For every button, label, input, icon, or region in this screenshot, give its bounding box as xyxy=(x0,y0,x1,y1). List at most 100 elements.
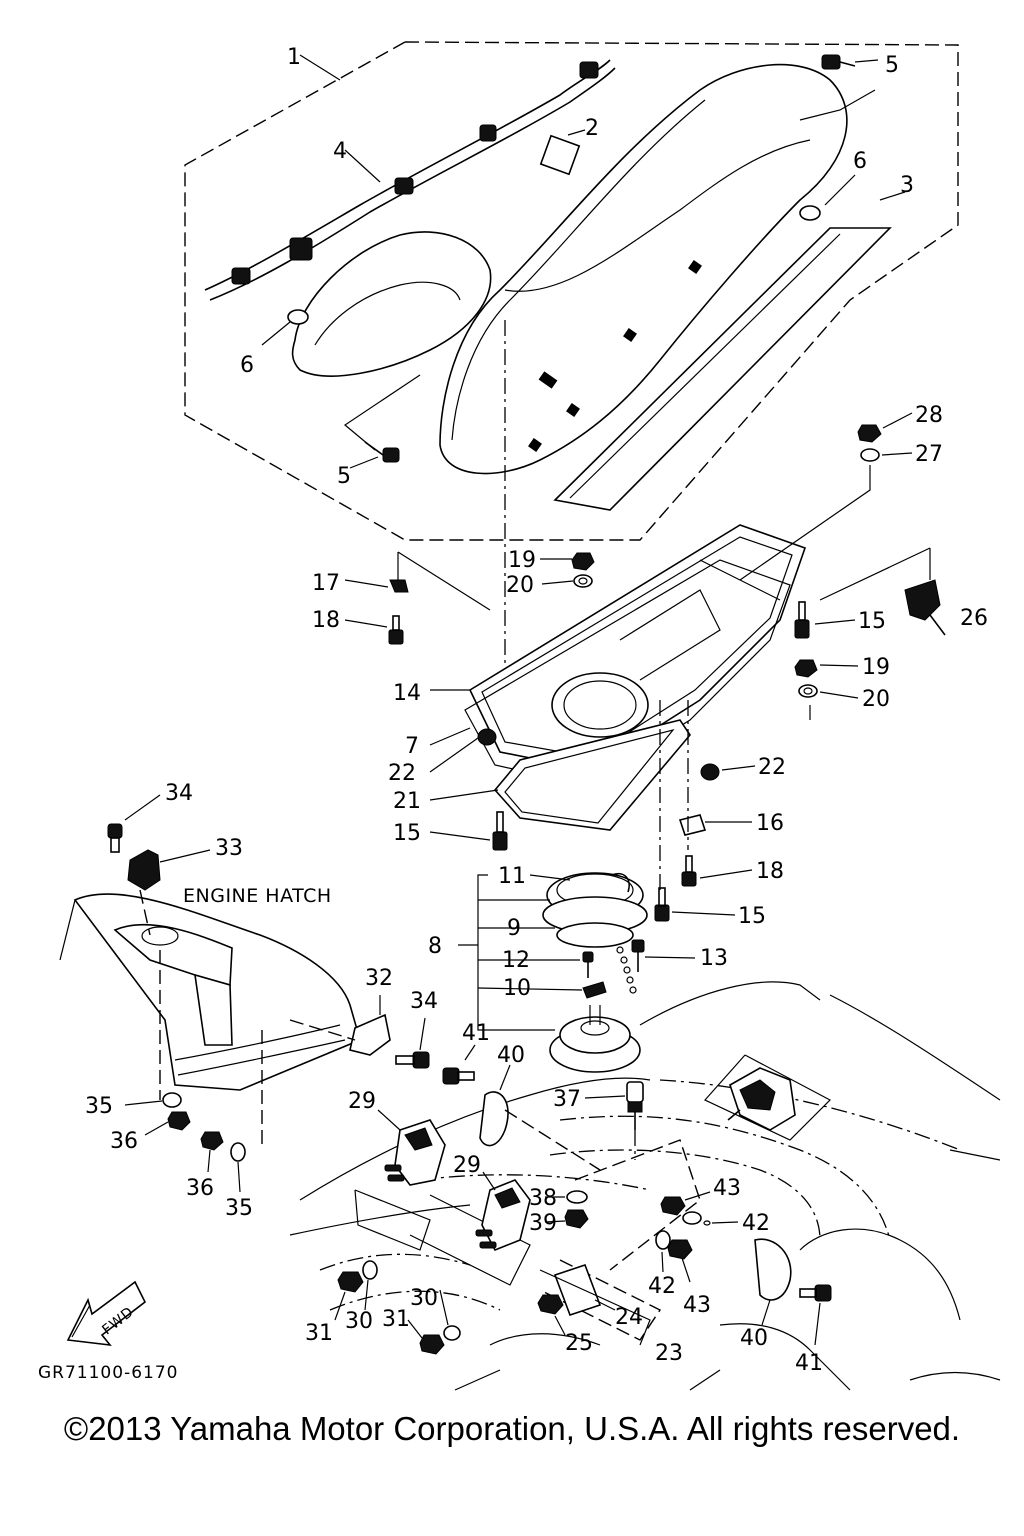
seat-assembly-outline xyxy=(184,41,959,541)
callout-19-right: 19 xyxy=(862,655,890,680)
mount-29-upper xyxy=(377,1109,446,1186)
mount-29-lower xyxy=(475,1171,531,1252)
callout-41-bottom: 41 xyxy=(795,1351,823,1376)
callout-20-right: 20 xyxy=(862,687,890,712)
callout-6-left: 6 xyxy=(240,353,254,378)
callout-34-center: 34 xyxy=(410,989,438,1014)
bracket-16 xyxy=(678,814,707,836)
callout-1: 1 xyxy=(287,45,301,70)
callout-3: 3 xyxy=(900,173,914,198)
callout-13: 13 xyxy=(700,946,728,971)
callout-11: 11 xyxy=(498,864,526,889)
leader-23 xyxy=(539,1269,651,1346)
callout-26: 26 xyxy=(960,606,988,631)
nut-25 xyxy=(537,1294,566,1336)
callout-29-lower: 29 xyxy=(453,1153,481,1178)
callout-labels: 1 2 3 4 5 5 6 6 7 8 9 10 11 12 13 14 15 … xyxy=(38,45,988,1383)
washer-35 xyxy=(124,1092,246,1193)
callout-25: 25 xyxy=(565,1331,593,1356)
callout-42-lower: 42 xyxy=(648,1274,676,1299)
copyright-notice: ©2013 Yamaha Motor Corporation, U.S.A. A… xyxy=(63,1410,961,1447)
bracket-17 xyxy=(344,551,491,611)
callout-16: 16 xyxy=(756,811,784,836)
hatch-ring xyxy=(549,1005,641,1073)
storage-leaders xyxy=(429,558,859,916)
callout-5-top: 5 xyxy=(885,53,899,78)
callout-5-bottom: 5 xyxy=(337,464,351,489)
seat-harness xyxy=(204,59,616,301)
washer-42 xyxy=(655,1211,739,1273)
callout-12: 12 xyxy=(502,948,530,973)
washer-20 xyxy=(573,574,818,698)
drawing-code: GR71100-6170 xyxy=(38,1363,178,1383)
callout-39: 39 xyxy=(529,1211,557,1236)
callout-35-bottom: 35 xyxy=(225,1196,253,1221)
nut-39 xyxy=(544,1209,589,1229)
bolt-41-right xyxy=(799,1284,832,1346)
callout-8: 8 xyxy=(428,934,442,959)
nut-28-washer-27 xyxy=(739,412,913,581)
sensor-37 xyxy=(584,1081,644,1160)
screw-5-top xyxy=(799,54,879,121)
callout-14: 14 xyxy=(393,681,421,706)
callout-19-top: 19 xyxy=(508,548,536,573)
callout-41-top: 41 xyxy=(462,1021,490,1046)
storage-tray xyxy=(468,524,807,771)
callout-38: 38 xyxy=(529,1186,557,1211)
engine-hatch-label: ENGINE HATCH xyxy=(183,885,332,907)
washer-6 xyxy=(261,174,856,346)
nut-19 xyxy=(571,552,818,678)
callout-18-left: 18 xyxy=(312,608,340,633)
grommet-22 xyxy=(477,728,720,781)
callout-18-right: 18 xyxy=(756,859,784,884)
callout-33: 33 xyxy=(215,836,243,861)
callout-17: 17 xyxy=(312,571,340,596)
seat xyxy=(291,63,848,475)
callout-40-bottom: 40 xyxy=(740,1326,768,1351)
callout-42-right: 42 xyxy=(742,1211,770,1236)
callout-9: 9 xyxy=(507,916,521,941)
gasket-7 xyxy=(464,559,791,786)
bolt-15 xyxy=(492,601,810,922)
callout-31-right: 31 xyxy=(382,1307,410,1332)
screw-5-bottom xyxy=(343,374,421,469)
callout-43-top: 43 xyxy=(713,1176,741,1201)
callout-32: 32 xyxy=(365,966,393,991)
callout-4: 4 xyxy=(333,139,347,164)
nut-36 xyxy=(144,1111,224,1173)
callout-20-top: 20 xyxy=(506,573,534,598)
callout-24: 24 xyxy=(615,1305,643,1330)
callout-27: 27 xyxy=(915,442,943,467)
nut-31 xyxy=(334,1271,445,1355)
fitting-26 xyxy=(819,547,946,636)
fwd-arrow-icon xyxy=(66,1280,147,1347)
callout-7: 7 xyxy=(405,734,419,759)
nut-43 xyxy=(660,1191,711,1283)
deck-outline xyxy=(289,981,1001,1391)
callout-36-bottom: 36 xyxy=(186,1176,214,1201)
callout-40-top: 40 xyxy=(497,1043,525,1068)
bolt-18 xyxy=(344,615,697,887)
engine-hatch xyxy=(59,893,361,1150)
callout-31-left: 31 xyxy=(305,1321,333,1346)
bracket-32 xyxy=(289,995,391,1056)
leader-3 xyxy=(879,191,906,201)
side-rail xyxy=(553,227,892,511)
bracket-24 xyxy=(553,1263,616,1317)
clip-40-left xyxy=(479,1064,601,1171)
bracket-33 xyxy=(127,849,211,936)
bolt-41-left xyxy=(442,1044,476,1085)
callout-22-right: 22 xyxy=(758,755,786,780)
callout-10: 10 xyxy=(503,976,531,1001)
washer-30 xyxy=(362,1260,461,1341)
callout-34-top: 34 xyxy=(165,781,193,806)
callout-30-left: 30 xyxy=(345,1309,373,1334)
leader-2 xyxy=(567,129,586,136)
clip-40-right xyxy=(754,1238,792,1326)
callout-15-left: 15 xyxy=(393,821,421,846)
callout-29-upper: 29 xyxy=(348,1089,376,1114)
callout-15-right: 15 xyxy=(858,609,886,634)
liner-21 xyxy=(493,719,691,831)
